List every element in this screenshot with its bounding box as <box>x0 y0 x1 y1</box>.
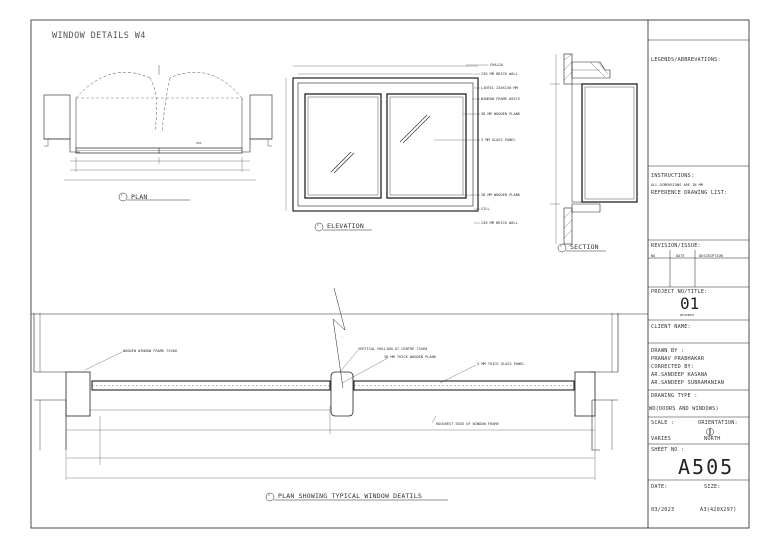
callout-brick-wall-bottom: 230 MM BRICK WALL <box>481 221 518 225</box>
section-view <box>550 53 638 245</box>
title-block-grid <box>648 39 749 481</box>
sheet-heading: SHEET NO : <box>651 447 685 453</box>
callout-window-frame: WINDOW FRAME 60X75 <box>481 97 520 101</box>
size-heading: SIZE: <box>704 484 721 490</box>
revision-col-no: NO <box>651 254 656 258</box>
scale-heading: SCALE : <box>651 420 675 426</box>
revision-heading: REVISION/ISSUE: <box>651 243 701 249</box>
project-title: RESIDENCE <box>680 314 695 317</box>
drawing-title: WINDOW DETAILS W4 <box>52 31 146 41</box>
drawing-type-value: WD(DOORS AND WINDOWS) <box>649 406 719 412</box>
drawing-type-heading: DRAWING TYPE : <box>651 393 698 399</box>
callout-lintel: LINTEL 230X150 MM <box>481 86 518 90</box>
instructions-heading: INSTRUCTIONS: <box>651 173 695 179</box>
view-label-elevation: ELEVATION <box>327 222 365 230</box>
reference-heading: REFERENCE DRAWING LIST: <box>651 190 728 196</box>
callout-glass-panel-thick: 5 MM THICK GLASS PANEL <box>477 362 525 366</box>
elevation-view <box>285 64 488 224</box>
callout-wooden-window-frame: WOODEN WINDOW FRAME 75X60 <box>123 349 178 353</box>
scale-value: VARIES <box>651 436 671 442</box>
client-heading: CLIENT NAME: <box>651 324 691 330</box>
orientation-value: NORTH <box>704 436 721 442</box>
view-number-elevation: 2 <box>317 224 319 227</box>
plan-view <box>43 65 273 181</box>
corrected-by-1: AR.SANDEEP KASANA <box>651 372 708 378</box>
project-heading: PROJECT NO/TITLE: <box>651 289 708 295</box>
callout-wooden-plank-top: 38 MM WOODEN PLANK <box>481 112 520 116</box>
view-label-plan: PLAN <box>131 193 148 201</box>
callout-glass-panel: 5 MM GLASS PANEL <box>481 138 516 142</box>
callout-sill: SILL <box>481 207 490 211</box>
revision-col-description: DESCRIPTION <box>699 254 723 258</box>
project-number: 01 <box>680 294 700 313</box>
large-plan-view <box>33 287 619 480</box>
date-heading: DATE: <box>651 484 668 490</box>
view-number-large-plan: 4 <box>268 494 270 497</box>
callout-wooden-plank-bottom: 38 MM WOODEN PLANK <box>481 193 520 197</box>
plan-dim-text: 950 <box>196 141 202 145</box>
callout-chajja: CHAJJA <box>490 63 503 67</box>
instructions-note: ALL DIMENSIONS ARE IN MM <box>651 183 703 187</box>
date-value: 03/2023 <box>651 507 675 513</box>
orientation-heading: ORIENTATION: <box>698 420 738 426</box>
callout-vertical-mullion: VERTICAL MULLION AT CENTRE 75X60 <box>358 347 428 351</box>
view-label-large-plan: PLAN SHOWING TYPICAL WINDOW DEATILS <box>278 492 422 500</box>
drawn-by-name: PRANAV PRABHAKAR <box>651 356 705 362</box>
callout-wooden-plank: 38 MM THICK WOODEN PLANK <box>384 355 436 359</box>
size-value: A3(420X297) <box>700 507 737 513</box>
view-number-section: 3 <box>560 245 562 248</box>
drawn-by-heading: DRAWN BY : <box>651 348 685 354</box>
view-label-section: SECTION <box>570 243 599 251</box>
revision-col-date: DATE <box>676 254 685 258</box>
corrected-by-heading: CORRECTED BY: <box>651 364 695 370</box>
view-number-plan: 1 <box>121 194 123 197</box>
view-markers <box>118 192 606 502</box>
legend-heading: LEGENDS/ABBREVATIONS: <box>651 57 721 63</box>
sheet-number: A505 <box>678 455 735 479</box>
sheet-border <box>30 19 750 529</box>
callout-roughest-edge: ROUGHEST EDGE OF WINDOW FRAME <box>436 422 499 426</box>
corrected-by-2: AR.SANDEEP SUBRAMANIAN <box>651 380 725 386</box>
callout-brick-wall-top: 230 MM BRICK WALL <box>481 72 518 76</box>
